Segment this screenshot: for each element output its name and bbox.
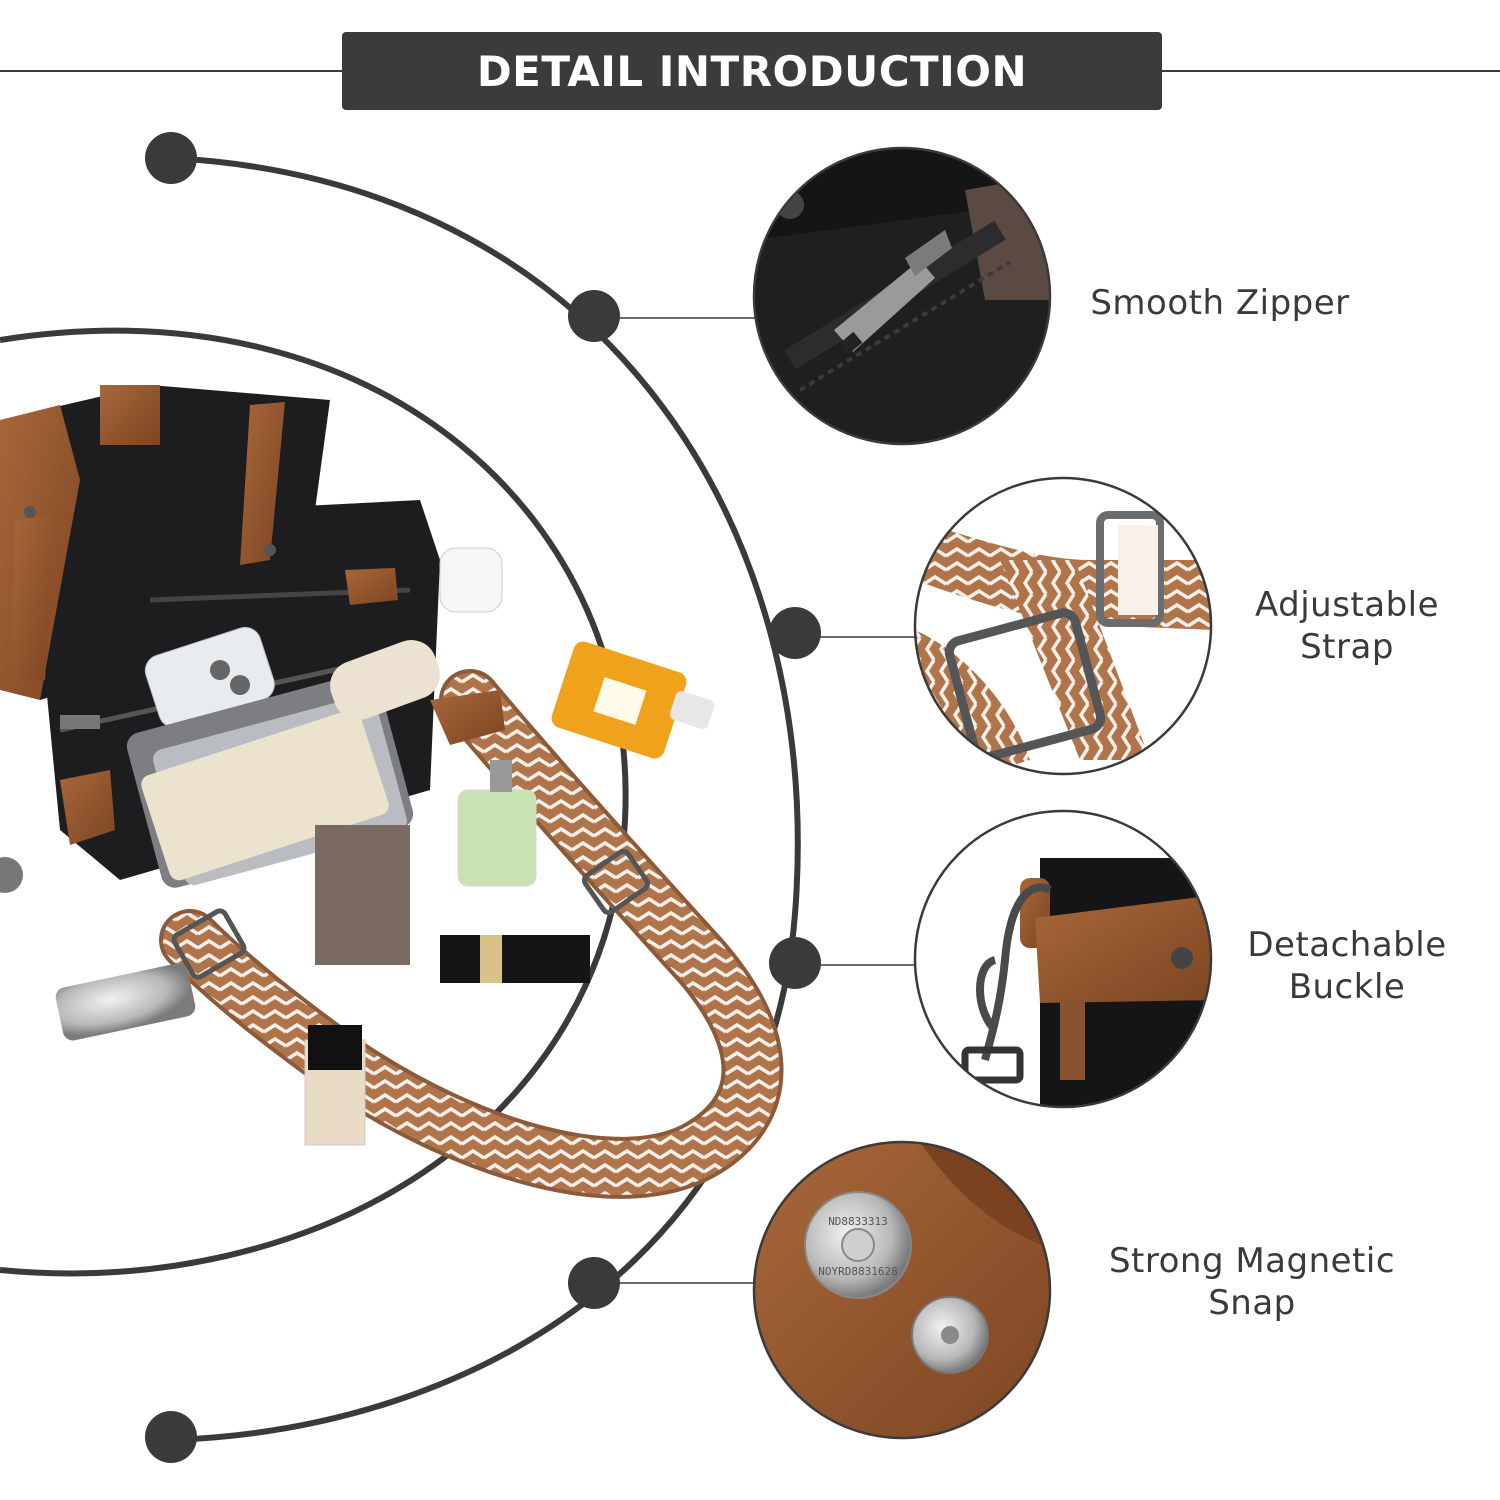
arc-dot-top bbox=[145, 132, 197, 184]
zipper-circle-frame bbox=[752, 146, 1052, 446]
snap-engraving-bottom: NOYRD8831628 bbox=[818, 1265, 897, 1278]
arc-dot-bottom bbox=[145, 1411, 197, 1463]
inner-arc bbox=[0, 327, 629, 1277]
arc-dot-strap bbox=[769, 607, 821, 659]
feature-line: Strong Magnetic bbox=[1108, 1241, 1396, 1281]
feature-label-smooth-zipper: Smooth Zipper bbox=[1070, 282, 1370, 324]
feature-line: Smooth Zipper bbox=[1090, 283, 1350, 323]
feature-label-strong-magnetic-snap: Strong Magnetic Snap bbox=[1082, 1240, 1422, 1324]
strap-buckle-closeup-photo bbox=[915, 478, 1211, 774]
header-banner: DETAIL INTRODUCTION bbox=[342, 32, 1162, 110]
feature-line: Detachable bbox=[1247, 925, 1447, 965]
banner-title: DETAIL INTRODUCTION bbox=[476, 46, 1028, 96]
feature-label-adjustable-strap: Adjustable Strap bbox=[1222, 584, 1472, 668]
outer-arc bbox=[169, 155, 801, 1443]
feature-label-detachable-buckle: Detachable Buckle bbox=[1222, 924, 1472, 1008]
buckle-circle-frame bbox=[913, 809, 1213, 1109]
clasp-hook-closeup-photo bbox=[915, 811, 1211, 1107]
snap-circle-frame bbox=[752, 1140, 1052, 1440]
feature-line: Adjustable bbox=[1254, 585, 1440, 625]
crossbody-bag-photo bbox=[0, 385, 784, 1199]
strap-circle-frame bbox=[913, 476, 1213, 776]
arc-dot-zipper bbox=[568, 290, 620, 342]
feature-line: Strap bbox=[1300, 627, 1394, 667]
feature-line: Buckle bbox=[1288, 967, 1406, 1007]
arc-dot-buckle bbox=[769, 937, 821, 989]
snap-engraving-top: ND8833313 bbox=[828, 1215, 888, 1228]
feature-line: Snap bbox=[1208, 1283, 1296, 1323]
magnetic-snap-closeup-photo bbox=[754, 1142, 1050, 1438]
zipper-closeup-photo bbox=[754, 148, 1050, 444]
